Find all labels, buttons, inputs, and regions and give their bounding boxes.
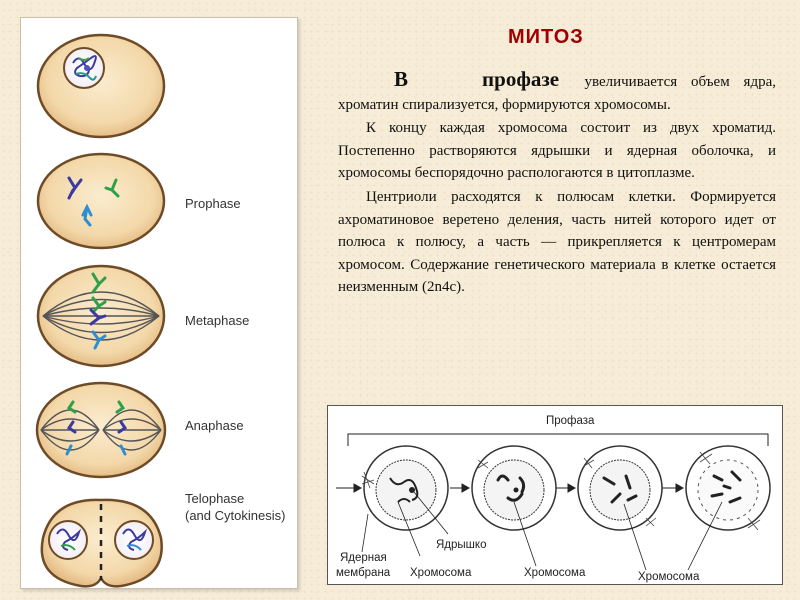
paragraph-1-lead: В профазе [366, 67, 574, 91]
prophase-stage-3 [577, 445, 663, 531]
stage-arrows [336, 483, 685, 493]
prophase-stage-4 [685, 445, 771, 531]
diagram-header: Профаза [546, 415, 595, 427]
label-chromosome-1: Хромосома [410, 567, 472, 579]
label-prophase: Prophase [185, 196, 241, 211]
paragraph-1: В профазе увеличивается объем ядра, хром… [338, 68, 776, 116]
label-leader-lines [361, 491, 723, 571]
mitosis-stages-panel: Prophase Metaphase Anaphase Telophase (a… [20, 17, 298, 589]
prophase-cell [36, 152, 166, 250]
description-text: В профазе увеличивается объем ядра, хром… [338, 68, 776, 300]
label-telophase: Telophase (and Cytokinesis) [185, 490, 285, 524]
paragraph-2: К концу каждая хромосома состоит из двух… [338, 120, 776, 182]
label-nuclear-membrane-line1: Ядерная [340, 552, 387, 564]
prophase-diagram: Профаза [327, 405, 783, 585]
telophase-cell [40, 498, 163, 588]
label-telophase-line1: Telophase [185, 491, 245, 506]
label-anaphase: Anaphase [185, 418, 244, 433]
label-chromosome-3: Хромосома [638, 571, 700, 583]
paragraph-3: Центриоли расходятся к полюсам клетки. Ф… [338, 188, 776, 296]
label-metaphase: Metaphase [185, 313, 250, 328]
mitosis-stages-illustration [35, 33, 167, 588]
lead-word-2: профазе [482, 67, 560, 91]
label-telophase-line2: (and Cytokinesis) [185, 508, 286, 523]
lead-word-1: В [394, 67, 409, 91]
prophase-stage-2 [471, 445, 557, 531]
interphase-cell [36, 33, 166, 139]
metaphase-cell [36, 264, 166, 368]
prophase-diagram-illustration: Профаза [336, 415, 771, 583]
label-chromosome-2: Хромосома [524, 567, 586, 579]
page-title: МИТОЗ [508, 26, 584, 48]
paragraph-1-rest: увеличивается объем ядра, хроматин спира… [338, 74, 776, 113]
anaphase-cell [35, 381, 167, 479]
prophase-stage-1 [361, 445, 449, 531]
label-nuclear-membrane-line2: мембрана [336, 567, 391, 579]
label-nucleolus: Ядрышко [436, 539, 486, 551]
